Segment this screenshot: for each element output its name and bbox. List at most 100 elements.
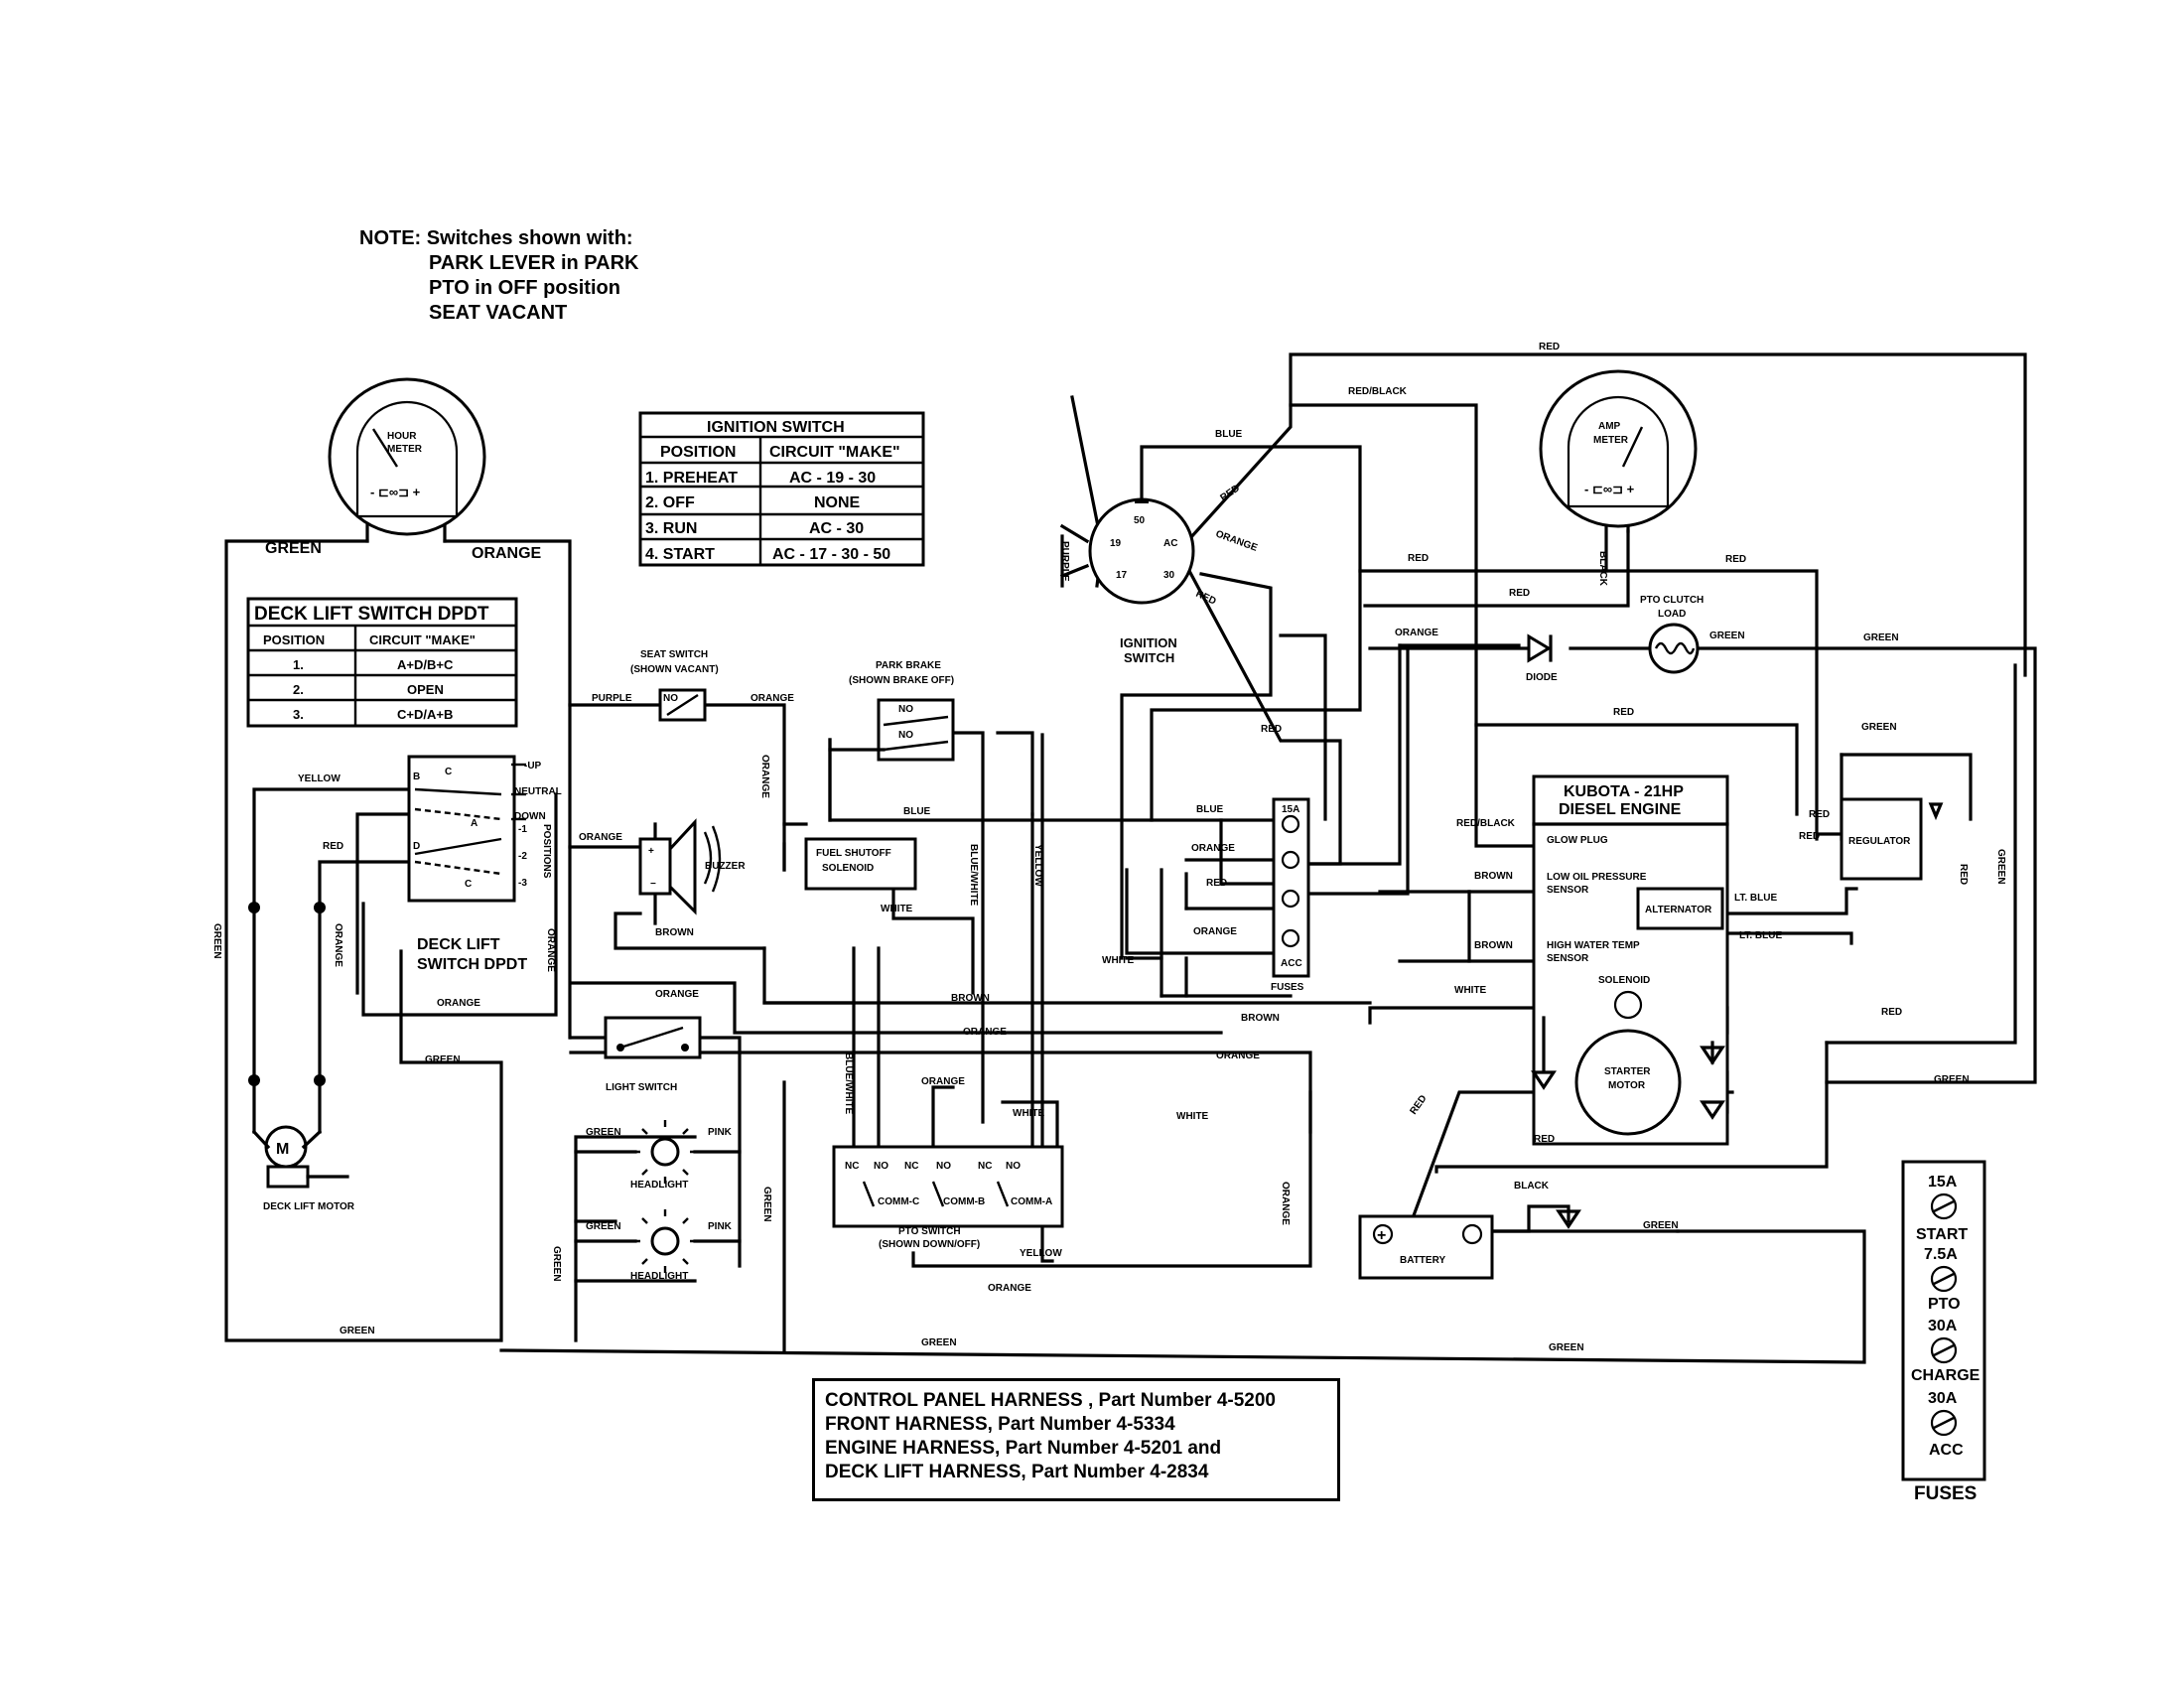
wire-label: RED bbox=[1725, 554, 1746, 565]
wire-label: BLUE bbox=[1215, 429, 1243, 440]
svg-text:30: 30 bbox=[1163, 570, 1175, 581]
wire-label: RED bbox=[1261, 724, 1282, 735]
deck-row-position: 2. bbox=[293, 682, 304, 697]
ignition-table-header: CIRCUIT "MAKE" bbox=[769, 444, 900, 461]
note-title: NOTE: Switches shown with: bbox=[359, 227, 633, 249]
alternator-label: ALTERNATOR bbox=[1645, 905, 1712, 915]
svg-text:C: C bbox=[445, 767, 452, 777]
svg-text:(SHOWN VACANT): (SHOWN VACANT) bbox=[630, 664, 719, 675]
oil-sensor-label: LOW OIL PRESSURE bbox=[1547, 872, 1647, 883]
fuse-rating: 30A bbox=[1928, 1390, 1958, 1407]
wire-label: RED bbox=[1881, 1007, 1902, 1018]
wire-label: BLACK bbox=[1514, 1181, 1550, 1192]
deck-row-circuit: OPEN bbox=[407, 682, 444, 697]
ignition-row-position: 4. START bbox=[645, 546, 715, 563]
wire-label: ORANGE bbox=[655, 989, 699, 1000]
wire-label: BROWN bbox=[1241, 1013, 1280, 1024]
junction-dot bbox=[314, 902, 326, 913]
harness-part-numbers: CONTROL PANEL HARNESS , Part Number 4-52… bbox=[812, 1378, 1340, 1501]
deck-table-header: CIRCUIT "MAKE" bbox=[369, 632, 476, 647]
seat-switch-label: SEAT SWITCH bbox=[640, 649, 708, 660]
wire-label: RED bbox=[1809, 809, 1830, 820]
wire-label: PINK bbox=[708, 1127, 733, 1138]
svg-text:SWITCH DPDT: SWITCH DPDT bbox=[417, 956, 527, 973]
wire-label: GREEN bbox=[1861, 722, 1897, 733]
svg-text:ACC: ACC bbox=[1281, 958, 1302, 969]
wire-label: RED bbox=[1958, 864, 1969, 885]
pto-clutch bbox=[1648, 623, 1700, 674]
fuel-shutoff-solenoid: FUEL SHUTOFF SOLENOID bbox=[804, 837, 917, 891]
svg-text:COMM-A: COMM-A bbox=[1011, 1196, 1052, 1207]
seat-switch: NO bbox=[658, 688, 707, 722]
harness-line: FRONT HARNESS, Part Number 4-5334 bbox=[825, 1414, 1175, 1435]
wire-label: GREEN bbox=[586, 1221, 621, 1232]
pto-switch-label: PTO SWITCH bbox=[898, 1226, 961, 1237]
wire-label: PURPLE bbox=[592, 693, 632, 704]
svg-text:D: D bbox=[413, 841, 420, 852]
wire-label: ORANGE bbox=[579, 832, 622, 843]
wire-label: BLACK bbox=[1597, 551, 1608, 587]
ignition-row-circuit: NONE bbox=[814, 494, 861, 511]
fuse-legend-caption: FUSES bbox=[1914, 1483, 1977, 1504]
svg-text:NO: NO bbox=[874, 1161, 888, 1172]
park-brake-label: PARK BRAKE bbox=[876, 660, 941, 671]
wire-label: RED bbox=[1509, 588, 1530, 599]
wire-label: BLUE/WHITE bbox=[968, 844, 979, 907]
svg-text:NEUTRAL: NEUTRAL bbox=[514, 786, 562, 797]
svg-text:SOLENOID: SOLENOID bbox=[822, 863, 874, 874]
svg-text:+: + bbox=[648, 846, 654, 857]
wire-label: GREEN bbox=[425, 1054, 461, 1065]
ignition-row-position: 2. OFF bbox=[645, 494, 695, 511]
solenoid-label: SOLENOID bbox=[1598, 975, 1650, 986]
svg-text:19: 19 bbox=[1110, 538, 1122, 549]
note-line: SEAT VACANT bbox=[429, 302, 568, 324]
wire-label: GREEN bbox=[1643, 1220, 1679, 1231]
svg-text:NO: NO bbox=[936, 1161, 951, 1172]
wire-label: RED bbox=[1408, 553, 1429, 564]
wire-label: RED/BLACK bbox=[1348, 386, 1408, 397]
wire-label: RED bbox=[1799, 831, 1820, 842]
kubota-engine bbox=[1532, 774, 1729, 1146]
svg-text:SWITCH: SWITCH bbox=[1124, 650, 1174, 665]
svg-text:LOAD: LOAD bbox=[1658, 609, 1686, 620]
svg-text:B: B bbox=[413, 772, 420, 782]
svg-text:SENSOR: SENSOR bbox=[1547, 953, 1589, 964]
wire-label: ORANGE bbox=[1395, 628, 1438, 638]
battery-label: BATTERY bbox=[1400, 1255, 1445, 1266]
wire-label: ORANGE bbox=[545, 928, 556, 972]
wire-label: BROWN bbox=[1474, 871, 1513, 882]
wire-label: PINK bbox=[708, 1221, 733, 1232]
wire-label: RED bbox=[1206, 878, 1227, 889]
hour-meter-label: HOUR bbox=[387, 431, 417, 442]
wire-label: ORANGE bbox=[963, 1027, 1007, 1038]
regulator-label: REGULATOR bbox=[1848, 836, 1911, 847]
svg-text:17: 17 bbox=[1116, 570, 1128, 581]
deck-table-header: POSITION bbox=[263, 632, 325, 647]
note-line: PTO in OFF position bbox=[429, 277, 620, 299]
wire-label: ORANGE bbox=[759, 755, 770, 798]
wire-label: BROWN bbox=[951, 993, 990, 1004]
svg-text:NO: NO bbox=[898, 704, 913, 715]
wire-label: YELLOW bbox=[1020, 1248, 1062, 1259]
harness-line: ENGINE HARNESS, Part Number 4-5201 and bbox=[825, 1438, 1222, 1459]
svg-text:NO: NO bbox=[663, 693, 678, 704]
wire-label: RED bbox=[1539, 342, 1560, 352]
deck-lift-motor-label: DECK LIFT MOTOR bbox=[263, 1201, 355, 1212]
svg-text:- ⊏∞⊐ +: - ⊏∞⊐ + bbox=[1584, 482, 1635, 496]
wire-label: RED bbox=[1613, 707, 1634, 718]
amp-meter: AMP METER - ⊏∞⊐ + bbox=[1539, 369, 1698, 528]
wire-label: GREEN bbox=[1709, 631, 1745, 641]
wire-label: WHITE bbox=[1102, 955, 1135, 966]
wire-label: BLUE bbox=[903, 806, 931, 817]
svg-text:DIESEL ENGINE: DIESEL ENGINE bbox=[1559, 801, 1682, 818]
svg-text:(SHOWN DOWN/OFF): (SHOWN DOWN/OFF) bbox=[879, 1239, 980, 1250]
wire-label: PURPLE bbox=[1059, 541, 1070, 582]
svg-text:+: + bbox=[1377, 1227, 1386, 1244]
wire-label: LT. BLUE bbox=[1739, 930, 1782, 941]
battery: + bbox=[1358, 802, 1944, 1280]
starter-motor-label: STARTER bbox=[1604, 1066, 1651, 1077]
svg-text:NO: NO bbox=[898, 730, 913, 741]
buzzer: + − bbox=[638, 818, 722, 915]
svg-text:NC: NC bbox=[904, 1161, 918, 1172]
ignition-row-circuit: AC - 19 - 30 bbox=[789, 470, 876, 487]
